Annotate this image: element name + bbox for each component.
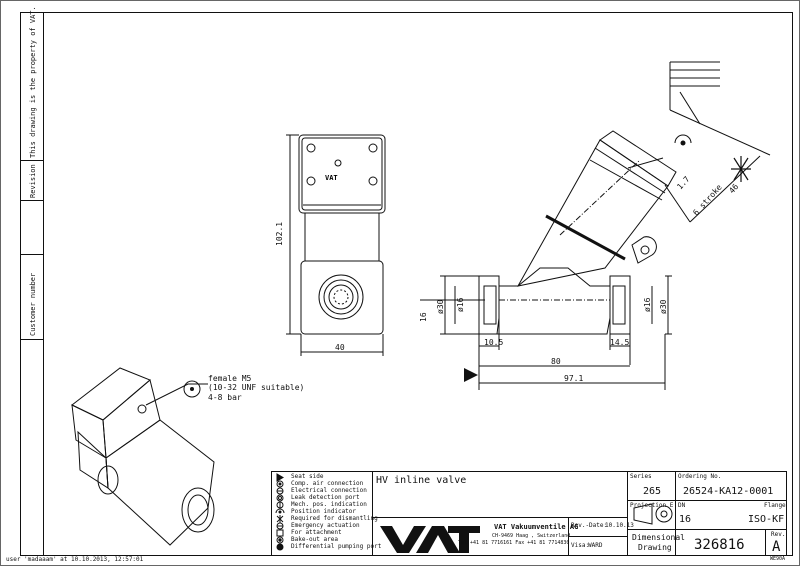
corner-code: WE90A bbox=[770, 556, 786, 562]
legend-item: Position indicator bbox=[291, 508, 357, 515]
company-name: VAT Vakuumventile AG bbox=[494, 523, 579, 531]
dimensional-label: Dimensional bbox=[632, 533, 685, 542]
legend-item: Emergency actuation bbox=[291, 522, 360, 529]
dim-d16-right: ø16 bbox=[643, 297, 652, 312]
dim-16: 16 bbox=[419, 312, 428, 322]
dim-d30-right: ø30 bbox=[659, 299, 668, 314]
customer-number-label: Customer number bbox=[29, 272, 37, 336]
ordering-label: Ordering No. bbox=[678, 473, 722, 480]
legend-item: Comp. air connection bbox=[291, 480, 364, 487]
company-address: CH-9469 Haag , Switzerland bbox=[492, 533, 571, 539]
dim-d30-left: ø30 bbox=[436, 299, 445, 314]
drawing-title: HV inline valve bbox=[376, 475, 467, 486]
callout-line3: 4-8 bar bbox=[208, 393, 242, 402]
series-label: Series bbox=[630, 473, 652, 480]
drawing-label: Drawing bbox=[638, 543, 672, 552]
drawing-number: 326816 bbox=[694, 537, 745, 553]
callout-line1: female M5 bbox=[208, 374, 252, 383]
dn-label: DN bbox=[678, 502, 686, 509]
front-view bbox=[286, 134, 386, 356]
seat-side-triangle-icon bbox=[464, 368, 478, 382]
legend-item: For attachment bbox=[291, 529, 342, 536]
dim-10-5: 10.5 bbox=[484, 338, 504, 347]
projection-symbol-icon bbox=[633, 503, 673, 525]
legend-item: Bake-out area bbox=[291, 536, 338, 543]
callout-line2: (10-32 UNF suitable) bbox=[208, 383, 305, 392]
dn-value: 16 bbox=[679, 514, 692, 525]
rev-date-label: Rev.-Date: bbox=[571, 522, 608, 529]
front-logo-text: VAT bbox=[325, 174, 338, 182]
vat-logo bbox=[380, 526, 480, 553]
legend-item: Leak detection port bbox=[291, 494, 360, 501]
dim-80: 80 bbox=[551, 357, 561, 366]
company-contact: Tel +41 81 7716161 Fax +41 81 7714830 bbox=[458, 540, 570, 546]
property-note: This drawing is the property of VAT. bbox=[29, 6, 37, 158]
dim-14-5: 14.5 bbox=[610, 338, 630, 347]
legend-item: Differential pumping port bbox=[291, 543, 382, 550]
legend-item: Required for dismantling bbox=[291, 515, 378, 522]
side-view bbox=[420, 61, 771, 390]
dim-height: 102.1 bbox=[275, 221, 284, 246]
projection-label: Projection E bbox=[630, 502, 674, 509]
rev-label: Rev. bbox=[771, 531, 786, 538]
user-stamp: user 'madaaam' at 10.10.2013, 12:57:01 bbox=[6, 556, 144, 563]
revision-label: Revision bbox=[29, 164, 37, 198]
visa-label: Visa: bbox=[571, 542, 590, 549]
title-block-frame bbox=[271, 471, 787, 556]
series-value: 265 bbox=[643, 486, 662, 497]
flange-label: Flange bbox=[764, 502, 786, 509]
legend-item: Electrical connection bbox=[291, 487, 367, 494]
ordering-number: 26524-KA12-0001 bbox=[683, 486, 774, 497]
isometric-view bbox=[71, 367, 215, 546]
rev-value: A bbox=[772, 539, 781, 555]
visa: WARD bbox=[588, 542, 603, 549]
side-top-symbols bbox=[674, 134, 751, 182]
dim-d16-left: ø16 bbox=[456, 297, 465, 312]
legend-item: Mech. pos. indication bbox=[291, 501, 367, 508]
dim-width: 40 bbox=[335, 343, 345, 352]
flange-value: ISO-KF bbox=[748, 514, 785, 525]
legend-item: Seat side bbox=[291, 473, 324, 480]
dim-97-1: 97.1 bbox=[564, 374, 584, 383]
rev-date: 10.10.13 bbox=[605, 522, 634, 529]
legend-icons bbox=[275, 473, 285, 551]
